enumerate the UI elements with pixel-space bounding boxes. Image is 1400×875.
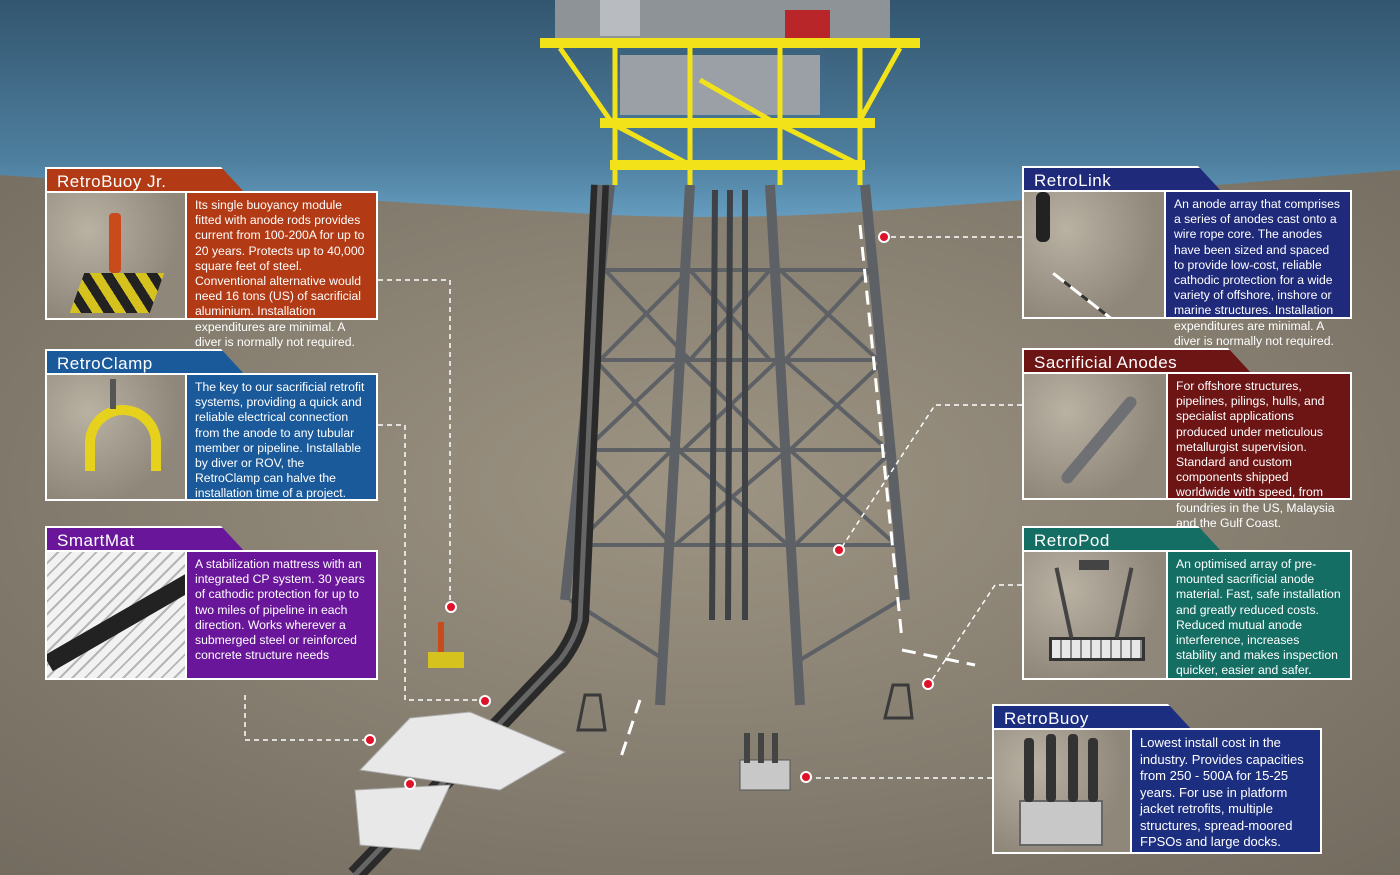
panel-retrobuoy-jr[interactable]: RetroBuoy Jr. Its single buoyancy module… (45, 167, 378, 349)
retroclamp-thumbnail (47, 375, 187, 499)
retropod-thumbnail (1024, 552, 1168, 678)
panel-title: Sacrificial Anodes (1022, 348, 1252, 374)
retrolink-thumbnail (1024, 192, 1166, 317)
marker-retrobuoy[interactable] (800, 771, 812, 783)
retropod-unit-left (576, 693, 607, 732)
smartmat-thumbnail (47, 552, 187, 678)
marker-sacrificial-anodes[interactable] (833, 544, 845, 556)
platform-jacket (560, 184, 910, 706)
panel-title: RetroPod (1022, 526, 1222, 552)
retrobuoy-unit (739, 733, 791, 791)
sacrificial-anode-thumbnail (1024, 374, 1168, 498)
panel-description: For offshore structures, pipelines, pili… (1168, 374, 1350, 530)
panel-title: RetroBuoy Jr. (45, 167, 245, 193)
panel-title: RetroBuoy (992, 704, 1192, 730)
panel-retrobuoy[interactable]: RetroBuoy Lowest install cost in the ind… (992, 704, 1322, 854)
anode-string (618, 224, 976, 761)
panel-sacrificial-anodes[interactable]: Sacrificial Anodes For offshore structur… (1022, 348, 1352, 530)
panel-title: RetroLink (1022, 166, 1222, 192)
marker-retropod[interactable] (922, 678, 934, 690)
panel-smartmat[interactable]: SmartMat A stabilization mattress with a… (45, 526, 378, 680)
retrobuoy-jr-unit (428, 622, 464, 668)
retropod-unit-right (883, 683, 914, 720)
marker-retrolink[interactable] (878, 231, 890, 243)
marker-smartmat-pipeline[interactable] (404, 778, 416, 790)
platform-topsides (540, 0, 920, 185)
panel-description: A stabilization mattress with an integra… (187, 552, 376, 678)
marker-retrobuoy-jr[interactable] (445, 601, 457, 613)
marker-smartmat[interactable] (364, 734, 376, 746)
panel-title: SmartMat (45, 526, 245, 552)
retrobuoy-thumbnail (994, 730, 1132, 852)
marker-retroclamp[interactable] (479, 695, 491, 707)
panel-description: Lowest install cost in the industry. Pro… (1132, 730, 1320, 852)
panel-description: Its single buoyancy module fitted with a… (187, 193, 376, 349)
panel-retroclamp[interactable]: RetroClamp The key to our sacrificial re… (45, 349, 378, 501)
panel-description: An optimised array of pre-mounted sacrif… (1168, 552, 1350, 678)
smartmat-mattress (354, 711, 567, 851)
retrobuoy-jr-thumbnail (47, 193, 187, 318)
panel-description: The key to our sacrificial retrofit syst… (187, 375, 376, 500)
leader-lines (244, 236, 1022, 779)
panel-title: RetroClamp (45, 349, 245, 375)
panel-retropod[interactable]: RetroPod An optimised array of pre-mount… (1022, 526, 1352, 680)
panel-retrolink[interactable]: RetroLink An anode array that comprises … (1022, 166, 1352, 348)
panel-description: An anode array that comprises a series o… (1166, 192, 1350, 348)
